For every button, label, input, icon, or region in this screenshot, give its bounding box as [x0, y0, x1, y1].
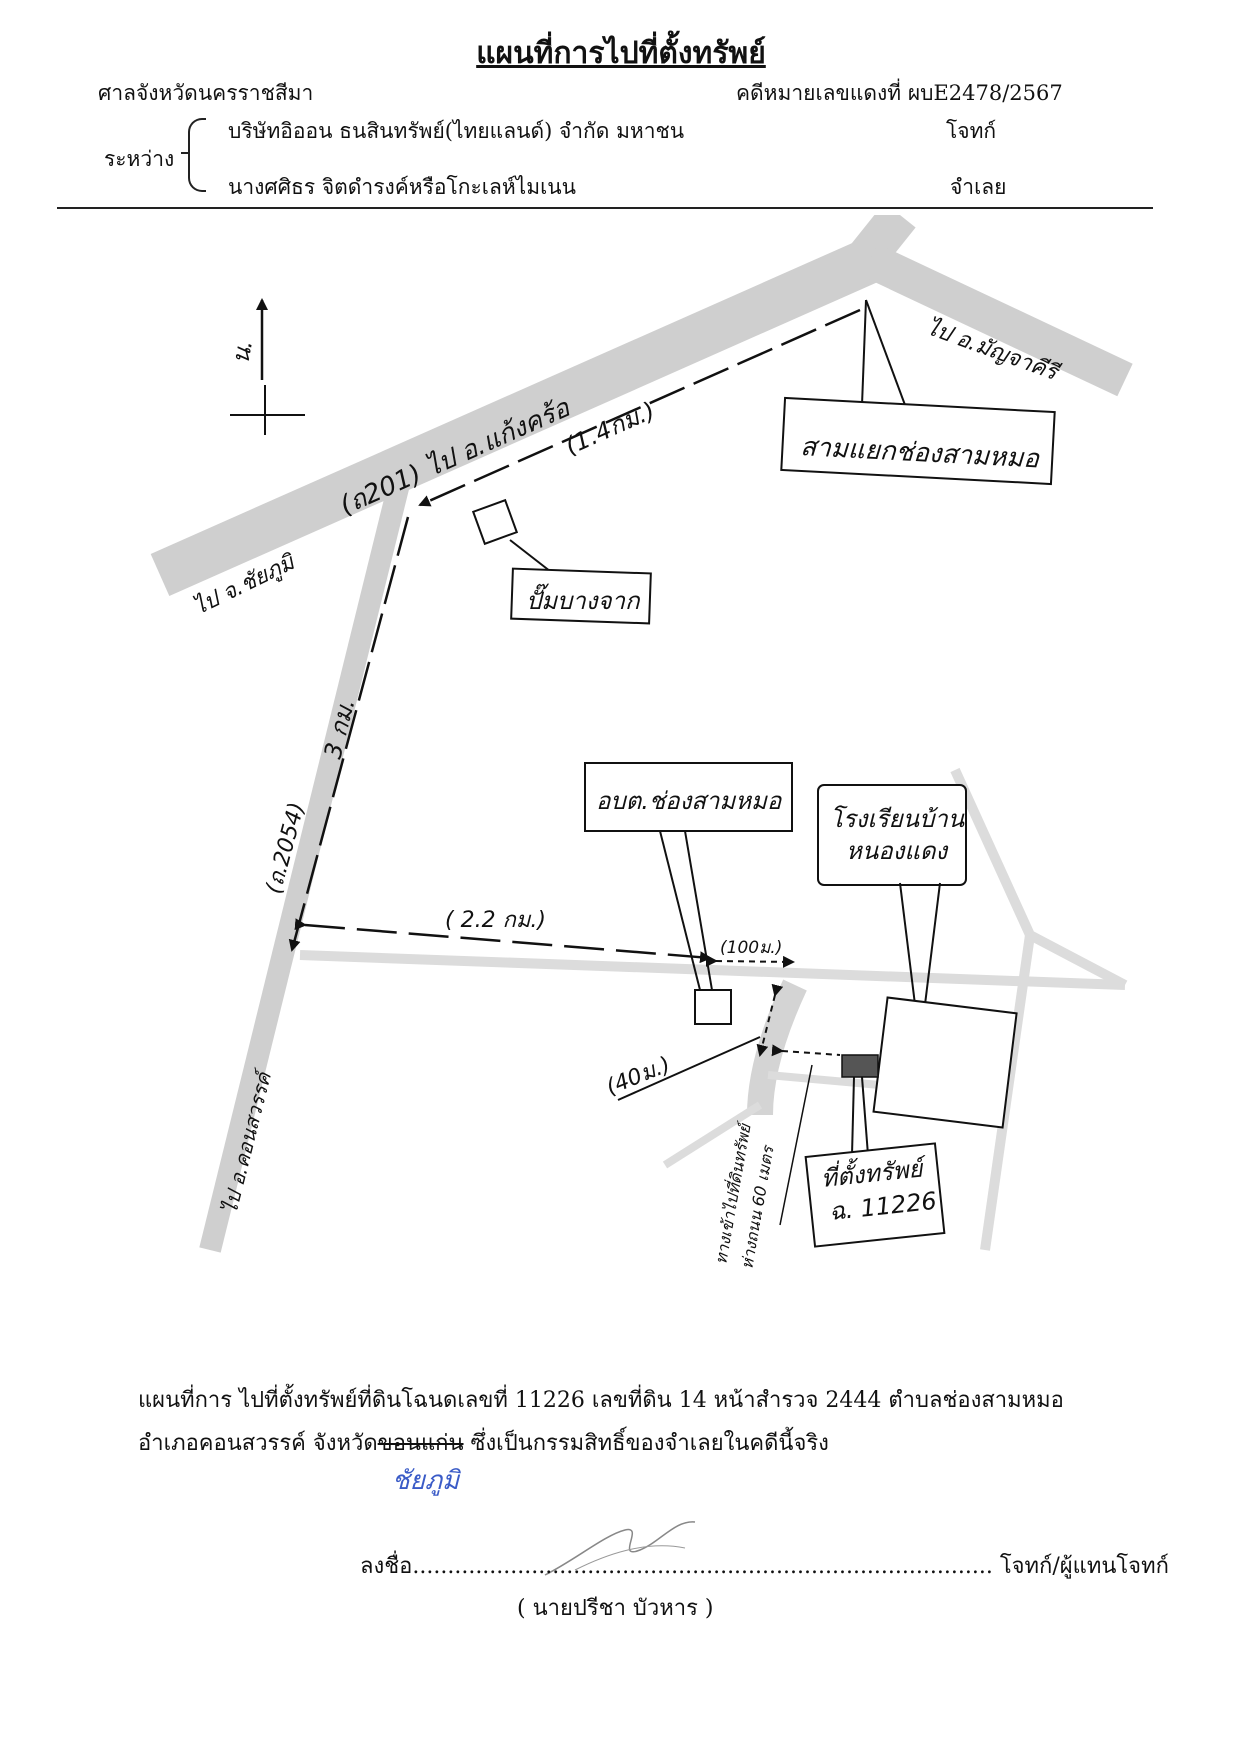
description-line-1: แผนที่การ ไปที่ตั้งทรัพย์ที่ดินโฉนดเลขที…: [138, 1388, 1064, 1413]
north-arrow-icon: [230, 298, 305, 435]
road-201-north: [844, 215, 916, 278]
road-to-manchakhiri: [862, 243, 1133, 397]
court-name: ศาลจังหวัดนครราชสีมา: [98, 81, 314, 105]
signature-dots: ........................................…: [412, 1554, 993, 1579]
signature-line: ลงชื่อ..................................…: [360, 1548, 1169, 1583]
road-201: [150, 233, 892, 597]
sao-office-label: อบต.ช่องสามหมอ: [596, 787, 783, 815]
header-divider: [57, 207, 1153, 209]
case-number: คดีหมายเลขแดงที่ ผบE2478/2567: [736, 81, 1063, 105]
school-marker: [817, 784, 1018, 1129]
property-marker: [804, 1054, 946, 1248]
road-local-branch-2: [767, 1071, 881, 1089]
distance-4-label: (100ม.): [720, 938, 782, 958]
road-2054: [199, 477, 411, 1253]
handwritten-correction: ชัยภูมิ: [392, 1466, 460, 1496]
plaintiff-name: บริษัทอิออน ธนสินทรัพย์(ไทยแลนด์) จำกัด …: [228, 119, 685, 143]
lane-pointer: [779, 1064, 813, 1226]
route-lines: [288, 308, 861, 1057]
road-cross: [299, 950, 1126, 990]
school-label-1: โรงเรียนบ้าน: [830, 805, 965, 833]
defendant-role: จำเลย: [950, 175, 1007, 199]
distance-3-label: ( 2.2 กม.): [445, 908, 546, 933]
brace-glyph: [181, 118, 206, 192]
description-line-2-start: อำเภอคอนสวรรค์ จังหวัด: [138, 1431, 378, 1456]
signer-name: ( นายปรีชา บัวหาร ): [517, 1596, 714, 1621]
defendant-name: นางศศิธร จิตดำรงค์หรือโกะเลห์ไมเนน: [228, 175, 576, 199]
north-label: น.: [226, 337, 258, 366]
description-line-2: อำเภอคอนสวรรค์ จังหวัดขอนแก่น ซึ่งเป็นกร…: [138, 1425, 829, 1460]
roads: [150, 215, 1133, 1253]
gas-station-label: ปั๊มบางจาก: [526, 583, 641, 615]
signature-mark: [544, 1521, 696, 1576]
school-label-2: หนองแดง: [846, 837, 949, 865]
plaintiff-role: โจทก์: [946, 119, 997, 143]
road-local: [747, 979, 807, 1116]
sao-office-marker: [584, 762, 793, 1025]
signature-role: โจทก์/ผู้แทนโจทก์: [999, 1554, 1169, 1579]
distance-5-label: (40ม.): [603, 1052, 674, 1100]
road-local-branch: [662, 1101, 763, 1169]
page-title: แผนที่การไปที่ตั้งทรัพย์: [476, 36, 766, 71]
distance-5-underline: [617, 1036, 761, 1101]
between-label: ระหว่าง: [104, 147, 175, 171]
junction-callout: [780, 299, 1056, 486]
signature-prefix: ลงชื่อ: [360, 1554, 413, 1579]
road-right-diagonal: [950, 767, 1128, 990]
struck-province: ขอนแก่น: [377, 1431, 464, 1456]
location-map: น. สามแยกช่องสามหมอ ปั๊มบางจาก อบต.ช่องส…: [150, 215, 1133, 1271]
description-line-2-end: ซึ่งเป็นกรรมสิทธิ์ของจำเลยในคดีนี้จริง: [463, 1431, 829, 1456]
distance-2-label: 3 กม.: [319, 696, 361, 762]
gas-station-marker: [471, 498, 652, 625]
